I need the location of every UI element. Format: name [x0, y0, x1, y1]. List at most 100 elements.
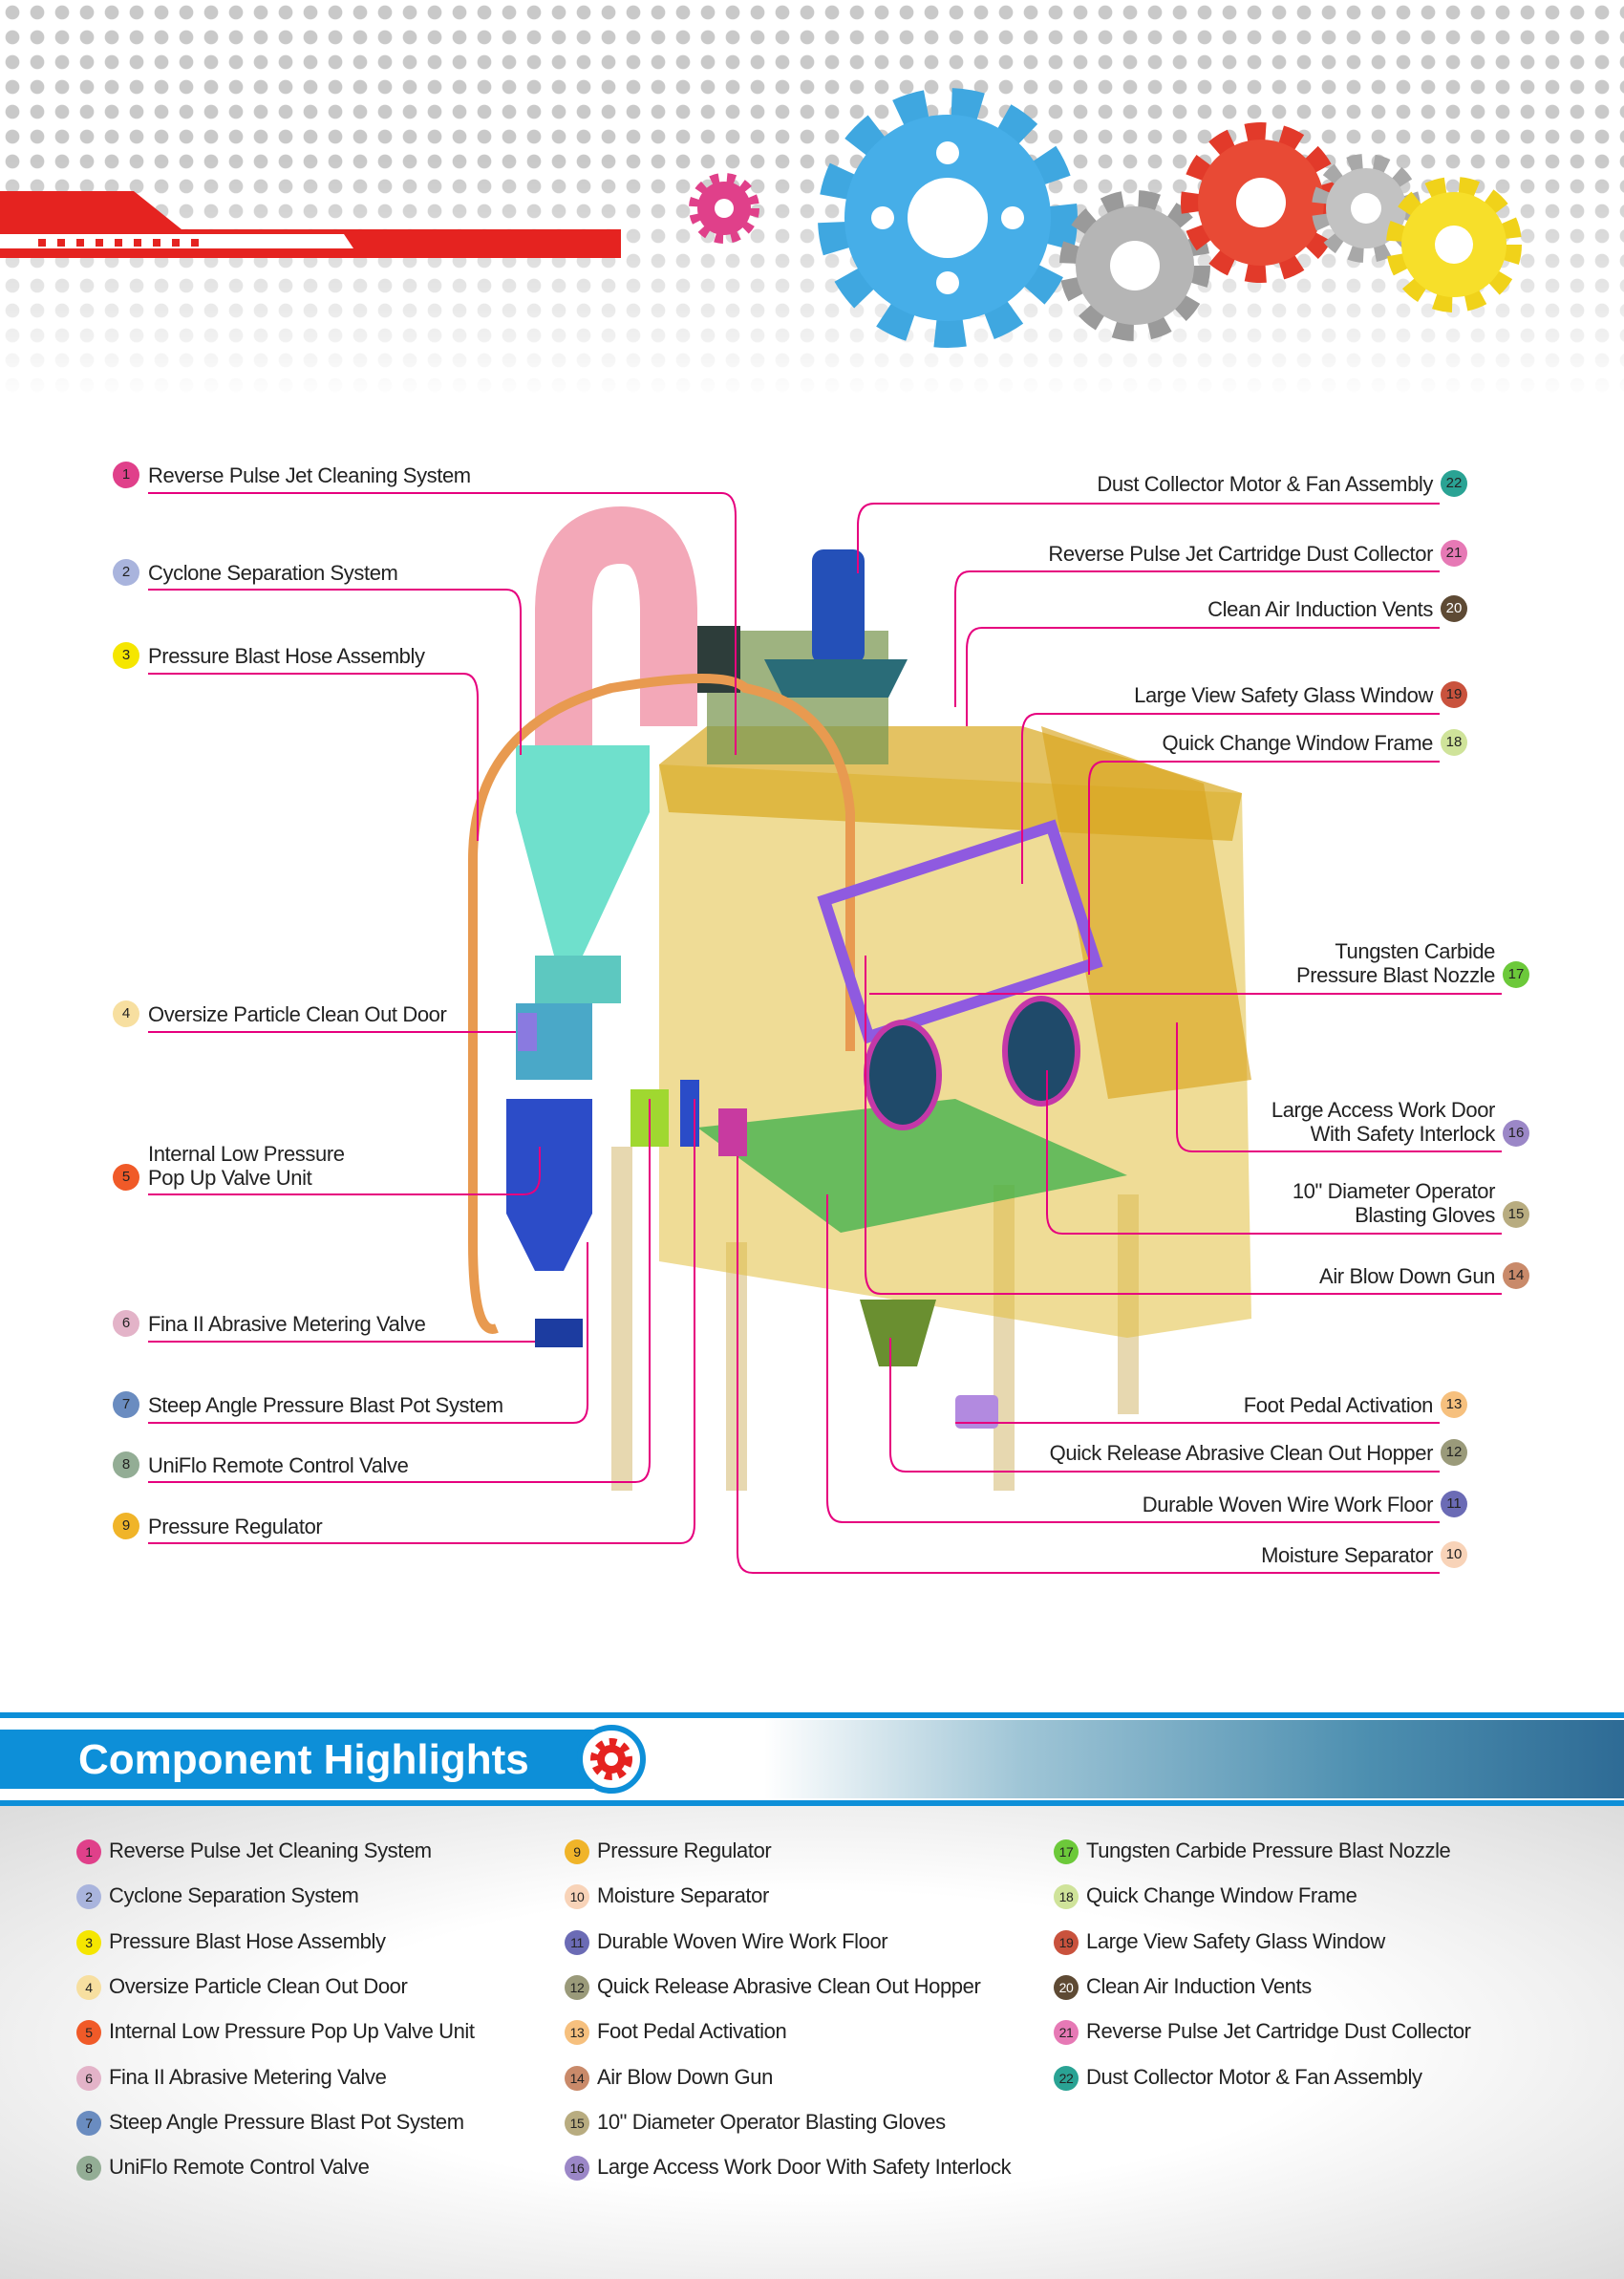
- list-item: 15 10" Diameter Operator Blasting Gloves: [565, 2109, 946, 2136]
- callout-label: Clean Air Induction Vents: [1207, 597, 1433, 621]
- leader-lines: [148, 492, 1502, 1574]
- callout-badge: 13: [1441, 1391, 1467, 1418]
- list-item-label: Tungsten Carbide Pressure Blast Nozzle: [1086, 1838, 1451, 1862]
- section-header-bar: [0, 1730, 611, 1789]
- callout-badge: 4: [113, 1000, 139, 1027]
- callout-badge: 19: [1441, 681, 1467, 708]
- callout-badge: 12: [1441, 1439, 1467, 1466]
- foot-pedal: [955, 1395, 998, 1429]
- list-badge: 22: [1054, 2065, 1079, 2091]
- callout-badge: 10: [1441, 1541, 1467, 1568]
- list-item: 1 Reverse Pulse Jet Cleaning System: [76, 1838, 432, 1865]
- callout-badge: 2: [113, 559, 139, 586]
- list-item: 6 Fina II Abrasive Metering Valve: [76, 2064, 387, 2091]
- callout-badge: 6: [113, 1310, 139, 1337]
- list-item-label: Large View Safety Glass Window: [1086, 1928, 1385, 1953]
- list-item-label: Quick Release Abrasive Clean Out Hopper: [597, 1973, 981, 1998]
- access-door: [1041, 726, 1251, 1099]
- callout-label: Blasting Gloves: [1355, 1203, 1495, 1227]
- header-decoration: [0, 88, 1522, 348]
- callout-badge: 16: [1503, 1120, 1529, 1147]
- callout-label: Dust Collector Motor & Fan Assembly: [1097, 472, 1433, 496]
- gear-icon: [1386, 177, 1522, 312]
- callout-label: Reverse Pulse Jet Cartridge Dust Collect…: [1048, 542, 1433, 566]
- callout-label: Foot Pedal Activation: [1243, 1393, 1434, 1417]
- gear-icon: [689, 173, 759, 244]
- list-item: 3 Pressure Blast Hose Assembly: [76, 1928, 386, 1955]
- list-badge: 20: [1054, 1975, 1079, 2001]
- list-badge: 4: [76, 1975, 101, 2001]
- list-item-label: Reverse Pulse Jet Cartridge Dust Collect…: [1086, 2019, 1471, 2044]
- cyclone-lower: [535, 956, 621, 1003]
- callout-badge: 14: [1503, 1262, 1529, 1289]
- list-badge: 18: [1054, 1884, 1079, 1910]
- list-badge: 5: [76, 2020, 101, 2046]
- list-badge: 12: [565, 1975, 589, 2001]
- work-floor: [697, 1099, 1127, 1233]
- callout-label: 10" Diameter Operator: [1292, 1179, 1496, 1203]
- list-badge: 21: [1054, 2020, 1079, 2046]
- blast-hose: [468, 674, 855, 1334]
- list-item-label: 10" Diameter Operator Blasting Gloves: [597, 2109, 946, 2134]
- metering-valve: [535, 1319, 583, 1347]
- list-badge: 9: [565, 1839, 589, 1865]
- list-badge: 3: [76, 1929, 101, 1955]
- callout-badge: 15: [1503, 1201, 1529, 1228]
- callout-badge: 11: [1441, 1491, 1467, 1517]
- list-item-label: Quick Change Window Frame: [1086, 1883, 1357, 1908]
- blast-cabinet-illustration: [148, 492, 1502, 1574]
- list-item-label: Oversize Particle Clean Out Door: [109, 1973, 408, 1998]
- list-item-label: Pressure Blast Hose Assembly: [109, 1928, 386, 1953]
- callout-badge: 20: [1441, 595, 1467, 622]
- list-item-label: Large Access Work Door With Safety Inter…: [597, 2155, 1012, 2180]
- list-badge: 7: [76, 2110, 101, 2136]
- list-item: 19 Large View Safety Glass Window: [1054, 1928, 1385, 1955]
- list-badge: 15: [565, 2110, 589, 2136]
- callout-label: Pressure Blast Nozzle: [1295, 963, 1495, 987]
- list-item-label: Air Blow Down Gun: [597, 2064, 773, 2089]
- list-item: 22 Dust Collector Motor & Fan Assembly: [1054, 2064, 1422, 2091]
- callout-label: Pop Up Valve Unit: [148, 1166, 312, 1190]
- list-item-label: Dust Collector Motor & Fan Assembly: [1086, 2064, 1422, 2089]
- list-badge: 19: [1054, 1929, 1079, 1955]
- list-item-label: Fina II Abrasive Metering Valve: [109, 2064, 387, 2089]
- list-badge: 6: [76, 2065, 101, 2091]
- list-item-label: Reverse Pulse Jet Cleaning System: [109, 1838, 432, 1862]
- callout-label: Large Access Work Door: [1271, 1098, 1496, 1122]
- list-item: 4 Oversize Particle Clean Out Door: [76, 1973, 408, 2001]
- list-badge: 2: [76, 1884, 101, 1910]
- callout-label: Air Blow Down Gun: [1319, 1264, 1495, 1288]
- list-badge: 11: [565, 1929, 589, 1955]
- callout-badge: 21: [1441, 540, 1467, 567]
- list-item-label: Steep Angle Pressure Blast Pot System: [109, 2109, 464, 2134]
- callout-label: Oversize Particle Clean Out Door: [148, 1002, 447, 1026]
- list-item: 21 Reverse Pulse Jet Cartridge Dust Colle…: [1054, 2018, 1471, 2046]
- list-badge: 14: [565, 2065, 589, 2091]
- list-item: 2 Cyclone Separation System: [76, 1882, 359, 1910]
- list-item-label: Cyclone Separation System: [109, 1883, 359, 1908]
- list-item-label: Pressure Regulator: [597, 1838, 772, 1862]
- gear-icon: [1059, 190, 1210, 341]
- list-item-label: Foot Pedal Activation: [597, 2019, 787, 2044]
- callout-label: Reverse Pulse Jet Cleaning System: [148, 463, 471, 487]
- list-badge: 8: [76, 2156, 101, 2182]
- motor: [812, 549, 865, 664]
- callout-label: With Safety Interlock: [1310, 1122, 1496, 1146]
- list-item-label: Durable Woven Wire Work Floor: [597, 1928, 888, 1953]
- cyclone-inlet-pipe: [535, 505, 697, 764]
- list-item: 13 Foot Pedal Activation: [565, 2018, 787, 2046]
- list-badge: 13: [565, 2020, 589, 2046]
- callout-label: Pressure Blast Hose Assembly: [148, 644, 425, 668]
- list-badge: 1: [76, 1839, 101, 1865]
- glove-ports: [864, 996, 1080, 1130]
- component-highlights-list: 1 Reverse Pulse Jet Cleaning System 2 Cyclo…: [0, 1806, 1624, 2279]
- callout-label: Quick Release Abrasive Clean Out Hopper: [1049, 1441, 1434, 1465]
- callout-label: Moisture Separator: [1261, 1543, 1433, 1567]
- list-item-label: UniFlo Remote Control Valve: [109, 2155, 370, 2180]
- clean-out-hopper: [860, 1300, 936, 1366]
- cyclone: [516, 745, 650, 956]
